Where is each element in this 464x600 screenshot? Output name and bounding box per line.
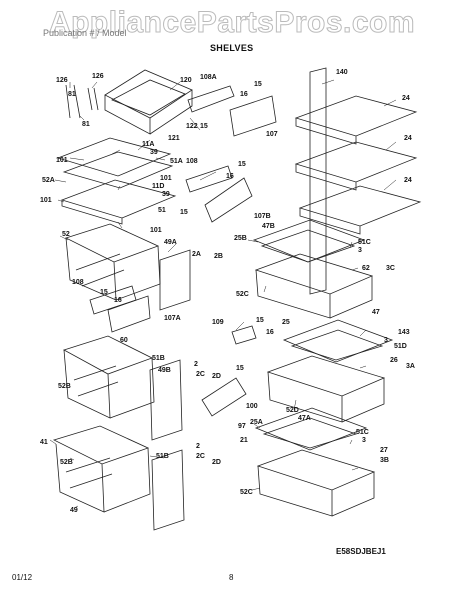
callout: 47 (372, 309, 380, 316)
callout: 15 (180, 209, 188, 216)
callout: 109 (212, 319, 224, 326)
callout: 25A (250, 419, 263, 426)
callout: 108 (186, 158, 198, 165)
callout: 49A (164, 239, 177, 246)
callout: 51A (170, 158, 183, 165)
callout: 25 (282, 319, 290, 326)
callout: 49B (158, 367, 171, 374)
callout: 101 (40, 197, 52, 204)
callout: 100 (246, 403, 258, 410)
callout: 143 (398, 329, 410, 336)
callout: 108A (200, 74, 217, 81)
callout: 3C (386, 265, 395, 272)
callout: 16 (266, 329, 274, 336)
callout: 2D (212, 373, 221, 380)
callout: 107A (164, 315, 181, 322)
watermark: AppliancePartsPros.com (48, 6, 416, 40)
footer-date: 01/12 (12, 573, 33, 582)
callout: 15 (100, 289, 108, 296)
callout: 81 (82, 121, 90, 128)
callout: 24 (404, 177, 412, 184)
callout: 2C (196, 453, 205, 460)
callout: 121 (168, 135, 180, 142)
callout: 107B (254, 213, 271, 220)
callout: 51D (394, 343, 407, 350)
callout: 27 (380, 447, 388, 454)
callout: 47A (298, 415, 311, 422)
callout: 2 (194, 361, 198, 368)
callout: 16 (226, 173, 234, 180)
callout: 62 (362, 265, 370, 272)
callout: 15 (238, 161, 246, 168)
callout: 97 (238, 423, 246, 430)
callout: 52C (240, 489, 253, 496)
callout: 11D (152, 183, 164, 190)
callout: 2A (192, 251, 201, 258)
callout: 101 (150, 227, 162, 234)
callout: 126 (56, 77, 68, 84)
callout: 2 (196, 443, 200, 450)
callout: 108 (72, 279, 84, 286)
callout: 11A (142, 141, 154, 148)
callout: 101 (56, 157, 68, 164)
callout: 16 (240, 91, 248, 98)
callout-labels: 126 126 81 81 120 108A 15 16 15 107 122 … (40, 69, 415, 514)
callout: 51C (356, 429, 369, 436)
callout: 52 (62, 231, 70, 238)
footer-page-number: 8 (229, 573, 234, 582)
callout: 3 (358, 247, 362, 254)
callout: 101 (160, 175, 172, 182)
callout: 26 (390, 357, 398, 364)
callout: 25B (234, 235, 247, 242)
callout: 49 (70, 507, 78, 514)
callout: 15 (236, 365, 244, 372)
part-drawings (52, 67, 422, 531)
callout: 24 (404, 135, 412, 142)
callout: 52B (60, 459, 73, 466)
callout: 3A (406, 363, 415, 370)
callout: 3B (380, 457, 389, 464)
callout: 3 (362, 437, 366, 444)
callout: 120 (180, 77, 192, 84)
callout: 16 (114, 297, 122, 304)
callout: 15 (254, 81, 262, 88)
diagram-code: E58SDJBEJ1 (336, 547, 386, 556)
callout: 47B (262, 223, 275, 230)
callout: 51B (152, 355, 165, 362)
callout: 15 (200, 123, 208, 130)
leader-lines (49, 79, 397, 509)
callout: 126 (92, 73, 104, 80)
callout: 2C (196, 371, 205, 378)
section-title: SHELVES (210, 43, 254, 53)
callout: 21 (240, 437, 248, 444)
callout: 3 (384, 337, 388, 344)
callout: 107 (266, 131, 278, 138)
callout: 52C (236, 291, 249, 298)
callout: 2D (212, 459, 221, 466)
callout: 51 (158, 207, 166, 214)
callout: 41 (40, 439, 48, 446)
callout: 2B (214, 253, 223, 260)
callout: 51C (358, 239, 371, 246)
callout: 39 (150, 149, 158, 156)
callout: 140 (336, 69, 348, 76)
callout: 81 (68, 91, 76, 98)
page-subtitle: Publication # / Model (43, 28, 127, 38)
callout: 52A (42, 177, 55, 184)
callout: 24 (402, 95, 410, 102)
callout: 122 (186, 123, 198, 130)
callout: 15 (256, 317, 264, 324)
callout: 60 (120, 337, 128, 344)
callout: 52B (58, 383, 71, 390)
callout: 39 (162, 191, 170, 198)
callout: 51B (156, 453, 169, 460)
callout: 52D (286, 407, 299, 414)
